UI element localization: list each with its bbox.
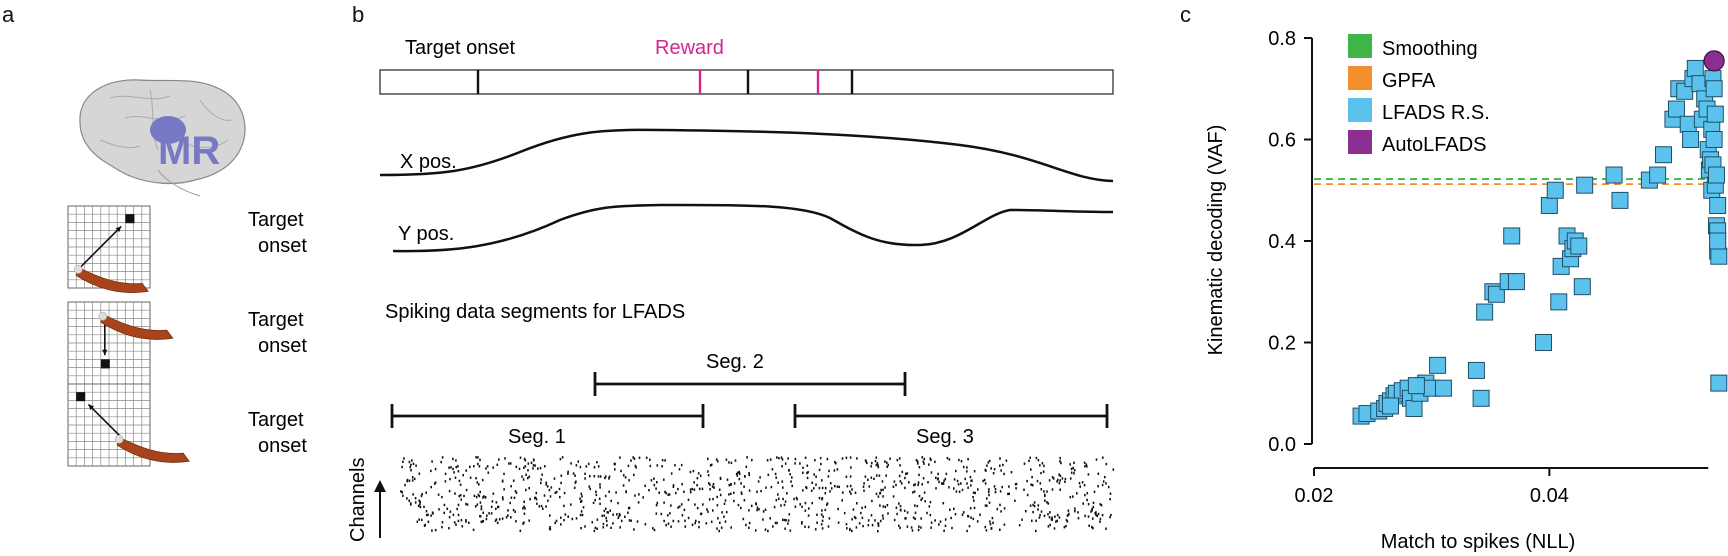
y-tick-label: 0.4 xyxy=(1268,231,1296,253)
lfads-rs-point xyxy=(1570,237,1588,255)
lfads-rs-point xyxy=(1434,379,1452,397)
y-position-trace xyxy=(392,203,1114,253)
autolfads-point xyxy=(1703,50,1725,72)
lfads-rs-point xyxy=(1576,176,1594,194)
lfads-rs-point xyxy=(1546,181,1564,199)
y-tick-label: 0.8 xyxy=(1268,28,1296,50)
lfads-rs-point xyxy=(1573,278,1591,296)
panel-b-figure: Target onset Reward X pos. Y pos. Spikin… xyxy=(347,37,1115,542)
lfads-rs-point xyxy=(1705,80,1723,98)
legend-label: AutoLFADS xyxy=(1382,134,1487,156)
lfads-rs-point xyxy=(1706,105,1724,123)
x-pos-label: X pos. xyxy=(400,151,457,173)
seg1-bracket xyxy=(390,404,705,428)
legend-swatch xyxy=(1348,66,1372,90)
legend-item-lfads-r-s-: LFADS R.S. xyxy=(1348,98,1490,124)
legend-item-gpfa: GPFA xyxy=(1348,66,1436,92)
task3-label-line1: Target xyxy=(248,409,304,431)
channels-label: Channels xyxy=(347,457,369,542)
lfads-rs-point xyxy=(1487,285,1505,303)
legend-item-autolfads: AutoLFADS xyxy=(1348,130,1487,156)
target-square-icon xyxy=(100,359,110,369)
panel-b-letter: b xyxy=(352,2,365,27)
task2-label-line2: onset xyxy=(258,335,307,357)
seg3-label: Seg. 3 xyxy=(916,426,974,448)
lfads-rs-point xyxy=(1476,303,1494,321)
segments-title: Spiking data segments for LFADS xyxy=(385,301,685,323)
seg3-bracket xyxy=(793,404,1109,428)
task-grid-3 xyxy=(67,383,190,467)
lfads-rs-point xyxy=(1710,374,1728,392)
x-tick-label: 0.02 xyxy=(1295,485,1334,507)
lfads-rs-point xyxy=(1686,59,1704,77)
lfads-rs-point xyxy=(1467,361,1485,379)
lfads-rs-point xyxy=(1667,100,1685,118)
y-tick-label: 0.2 xyxy=(1268,333,1296,355)
lfads-rs-point xyxy=(1534,334,1552,351)
seg2-bracket xyxy=(593,372,907,396)
lfads-rs-point xyxy=(1407,377,1425,395)
reward-label: Reward xyxy=(655,37,724,59)
legend-label: GPFA xyxy=(1382,70,1436,92)
legend-swatch xyxy=(1348,98,1372,122)
monkey-arm-icon xyxy=(116,436,190,463)
target-square-icon xyxy=(76,392,86,402)
lfads-rs-point xyxy=(1705,131,1723,148)
panel-a-figure: MR Target onset Target onset Target onse… xyxy=(67,79,307,467)
lfads-rs-point xyxy=(1429,356,1447,374)
target-onset-label: Target onset xyxy=(405,37,516,59)
legend-item-smoothing: Smoothing xyxy=(1348,34,1478,60)
lfads-rs-point xyxy=(1507,273,1525,291)
legend-swatch xyxy=(1348,130,1372,154)
y-pos-label: Y pos. xyxy=(398,223,454,245)
lfads-rs-point xyxy=(1381,397,1399,415)
spike-raster xyxy=(400,456,1115,533)
lfads-rs-point xyxy=(1472,389,1490,407)
task1-label-line2: onset xyxy=(258,235,307,257)
lfads-rs-point xyxy=(1503,227,1521,245)
seg2-label: Seg. 2 xyxy=(706,351,764,373)
mr-label: MR xyxy=(158,129,220,173)
monkey-arm-icon xyxy=(100,313,174,340)
task2-label-line1: Target xyxy=(248,309,304,331)
panel-c-letter: c xyxy=(1180,2,1191,27)
channels-arrow xyxy=(374,480,386,538)
lfads-rs-point xyxy=(1655,146,1673,164)
lfads-rs-point xyxy=(1679,115,1697,133)
monkey-arm-icon xyxy=(75,266,149,294)
trial-timeline xyxy=(379,69,1114,95)
panel-a-letter: a xyxy=(2,2,15,27)
lfads-rs-point xyxy=(1682,131,1700,148)
legend-label: Smoothing xyxy=(1382,38,1478,60)
y-tick-label: 0.0 xyxy=(1268,434,1296,456)
lfads-rs-point xyxy=(1540,196,1558,214)
lfads-rs-point xyxy=(1550,293,1568,311)
lfads-rs-point xyxy=(1605,166,1623,184)
lfads-rs-point xyxy=(1709,196,1727,214)
x-position-trace xyxy=(379,128,1114,183)
y-tick-label: 0.6 xyxy=(1268,130,1296,152)
lfads-rs-point xyxy=(1405,399,1423,417)
y-axis-label: Kinematic decoding (VAF) xyxy=(1205,125,1227,356)
lfads-rs-point xyxy=(1707,166,1725,184)
seg1-label: Seg. 1 xyxy=(508,426,566,448)
lfads-rs-point xyxy=(1611,191,1629,209)
target-square-icon xyxy=(125,214,135,224)
x-axis-label: Match to spikes (NLL) xyxy=(1381,531,1576,553)
mr-region xyxy=(150,116,186,144)
task1-label-line1: Target xyxy=(248,209,304,231)
legend-swatch xyxy=(1348,34,1372,58)
lfads-rs-point xyxy=(1649,166,1667,184)
x-tick-label: 0.04 xyxy=(1530,485,1569,507)
brain-illustration xyxy=(79,79,246,197)
legend-label: LFADS R.S. xyxy=(1382,102,1490,124)
task-grid-1 xyxy=(67,205,151,294)
lfads-rs-point xyxy=(1710,247,1728,265)
task3-label-line2: onset xyxy=(258,435,307,457)
lfads-rs-point xyxy=(1709,232,1727,250)
